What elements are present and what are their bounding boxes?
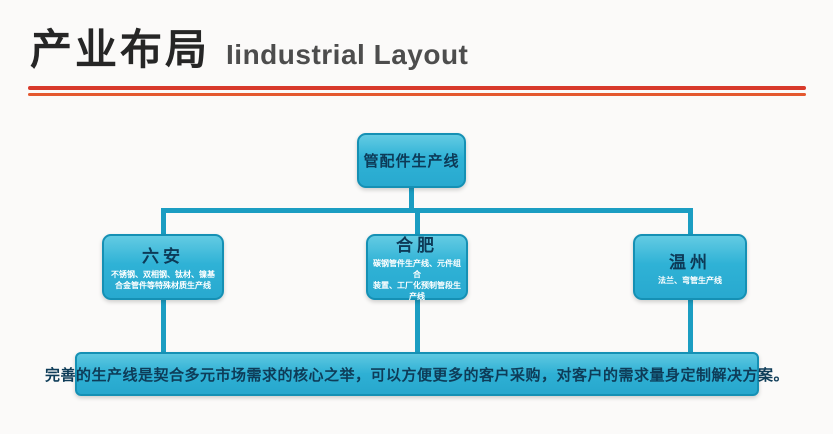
node-hefei-name: 合肥 <box>396 236 438 256</box>
node-wenzhou: 温州 法兰、弯管生产线 <box>633 234 747 300</box>
connector-horizontal-rail <box>161 208 692 213</box>
connector-wenzhou-to-summary <box>688 298 693 354</box>
connector-root-stub <box>409 186 414 212</box>
root-node-pipe-fittings-line: 管配件生产线 <box>357 133 466 188</box>
node-wenzhou-desc: 法兰、弯管生产线 <box>658 275 722 285</box>
node-hefei: 合肥 碳钢管件生产线、元件组合 装置、工厂化预制管段生产线 <box>366 234 468 301</box>
connector-hefei-to-summary <box>415 298 420 354</box>
page-title-zh: 产业布局 <box>30 26 211 73</box>
root-node-label: 管配件生产线 <box>363 153 460 170</box>
node-luan-name: 六安 <box>142 247 184 267</box>
ribbon-line-top <box>28 86 806 90</box>
connector-drop-wenzhou <box>688 208 693 236</box>
page-title-en: Iindustrial Layout <box>226 39 469 70</box>
ribbon-line-bottom <box>28 93 806 96</box>
node-luan-desc: 不锈钢、双相钢、钛材、镍基 合金管件等特殊材质生产线 <box>111 270 215 290</box>
node-wenzhou-name: 温州 <box>669 252 711 272</box>
connector-drop-luan <box>161 208 166 236</box>
page-title: 产业布局 Iindustrial Layout <box>30 16 468 77</box>
summary-bar: 完善的生产线是契合多元市场需求的核心之举，可以方便更多的客户采购，对客户的需求量… <box>45 352 789 396</box>
title-underline-ribbon <box>28 86 806 98</box>
summary-text: 完善的生产线是契合多元市场需求的核心之举，可以方便更多的客户采购，对客户的需求量… <box>45 366 790 384</box>
node-luan: 六安 不锈钢、双相钢、钛材、镍基 合金管件等特殊材质生产线 <box>102 234 224 300</box>
node-hefei-desc: 碳钢管件生产线、元件组合 装置、工厂化预制管段生产线 <box>373 259 461 301</box>
connector-luan-to-summary <box>161 298 166 354</box>
connector-drop-hefei <box>415 208 420 236</box>
